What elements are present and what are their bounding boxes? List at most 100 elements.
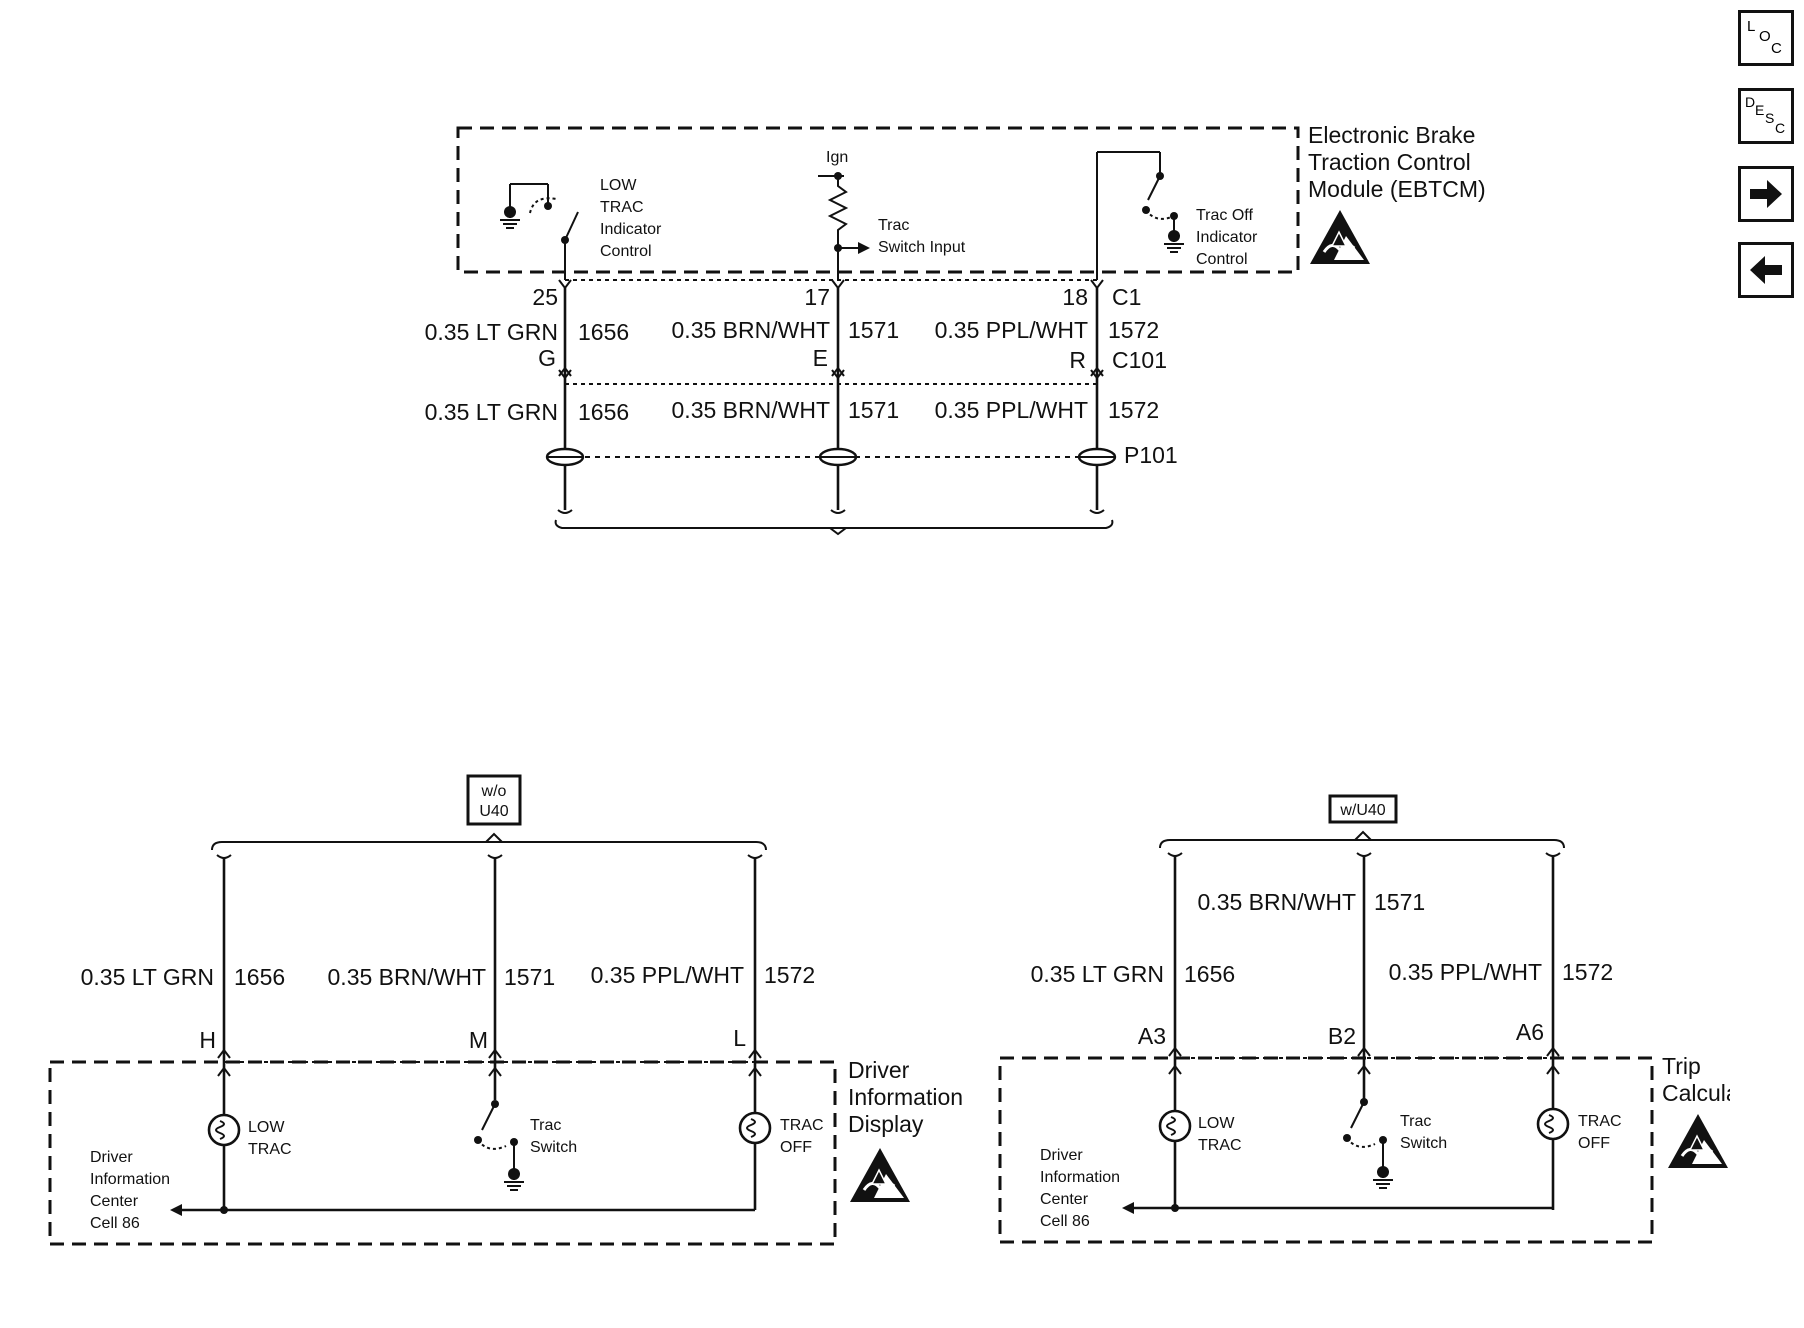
low-trac-label-4: Control — [600, 243, 652, 260]
desc-letter-1: D — [1745, 94, 1755, 110]
desc-button[interactable]: D E S C — [1738, 88, 1794, 144]
trip-dic-4: Cell 86 — [1040, 1213, 1090, 1230]
ebtcm-title-line3: Module (EBTCM) — [1308, 176, 1486, 202]
ebtcm-pin-25: 25 — [532, 284, 558, 310]
did-trac-switch-2: Switch — [530, 1139, 577, 1156]
arrow-left-icon — [1750, 256, 1782, 284]
did-pin-l: L — [733, 1025, 746, 1051]
left-wire-circuit-3: 1572 — [764, 962, 815, 988]
trip-title-line1: Trip — [1662, 1053, 1701, 1079]
did-trac-switch-1: Trac — [530, 1117, 561, 1134]
trip-pin-a6: A6 — [1516, 1019, 1544, 1045]
loc-letter-1: L — [1747, 18, 1755, 35]
esd-warning-icon — [1666, 1112, 1730, 1170]
loc-letter-3: C — [1771, 40, 1782, 57]
desc-icon: D E S C — [1745, 94, 1785, 136]
wire-mid-circuit-2: 1571 — [848, 397, 899, 423]
trip-trac-switch-2: Switch — [1400, 1135, 1447, 1152]
trip-trac-switch-1: Trac — [1400, 1113, 1431, 1130]
low-trac-label-2: TRAC — [600, 199, 644, 216]
wire-upper-circuit-2: 1571 — [848, 317, 899, 343]
wiring-diagram: Electronic Brake Traction Control Module… — [48, 122, 1730, 1246]
option-w-o-u40: w/o U40 — [211, 774, 767, 859]
right-wire-circuit-2: 1571 — [1374, 889, 1425, 915]
did-dic-4: Cell 86 — [90, 1215, 140, 1232]
wire-mid-color-2: 0.35 BRN/WHT — [672, 397, 830, 423]
right-wire-circuit-3: 1572 — [1562, 959, 1613, 985]
left-wire-circuit-2: 1571 — [504, 964, 555, 990]
trip-low-trac-2: TRAC — [1198, 1137, 1242, 1154]
trac-off-lamp-icon — [738, 1111, 772, 1145]
did-module: Driver Information Display LOW TRAC Trac… — [48, 1057, 963, 1246]
loc-letter-2: O — [1759, 28, 1771, 45]
desc-letter-3: S — [1765, 110, 1774, 126]
low-trac-label-3: Indicator — [600, 221, 662, 238]
trip-pin-b2: B2 — [1328, 1023, 1356, 1049]
option-w-u40: w/U40 — [1159, 794, 1565, 857]
c101-connector — [558, 367, 1104, 385]
trip-dic-2: Information — [1040, 1169, 1120, 1186]
wire-upper-circuit-1: 1656 — [578, 319, 629, 345]
desc-letter-4: C — [1775, 120, 1785, 136]
ign-label: Ign — [826, 149, 848, 166]
trip-trac-off-1: TRAC — [1578, 1113, 1622, 1130]
trac-off-label-2: Indicator — [1196, 229, 1258, 246]
did-title-line1: Driver — [848, 1057, 910, 1083]
did-title-line3: Display — [848, 1111, 924, 1137]
wire-upper-circuit-3: 1572 — [1108, 317, 1159, 343]
ebtcm-pin-18: 18 — [1062, 284, 1088, 310]
c1-connector — [558, 279, 1104, 289]
ebtcm-title-line2: Traction Control — [1308, 149, 1471, 175]
ebtcm-module: Electronic Brake Traction Control Module… — [456, 122, 1486, 280]
c101-pin-g: G — [538, 345, 556, 371]
did-dic-3: Center — [90, 1193, 139, 1210]
p101-passthrough — [545, 447, 1117, 467]
wire-mid-circuit-3: 1572 — [1108, 397, 1159, 423]
c101-label: C101 — [1112, 347, 1167, 373]
top-splice-bracket — [554, 509, 1114, 536]
trip-trac-switch — [1343, 1098, 1394, 1189]
wire-upper-color-1: 0.35 LT GRN — [425, 319, 558, 345]
trip-dic-1: Driver — [1040, 1147, 1083, 1164]
did-title-line2: Information — [848, 1084, 963, 1110]
ebtcm-title-line1: Electronic Brake — [1308, 122, 1475, 148]
desc-letter-2: E — [1755, 102, 1764, 118]
did-dic-1: Driver — [90, 1149, 133, 1166]
loc-button[interactable]: L O C — [1738, 10, 1794, 66]
trac-off-lamp-icon — [1536, 1107, 1570, 1141]
loc-icon: L O C — [1747, 18, 1782, 57]
trac-off-label-1: Trac Off — [1196, 207, 1253, 224]
c1-label: C1 — [1112, 284, 1141, 310]
trip-pin-a3: A3 — [1138, 1023, 1166, 1049]
did-trac-switch — [474, 1100, 525, 1191]
left-wire-color-1: 0.35 LT GRN — [81, 964, 214, 990]
low-trac-switch — [499, 183, 579, 280]
trip-low-trac-1: LOW — [1198, 1115, 1235, 1132]
arrow-right-icon — [1750, 180, 1782, 208]
p101-label: P101 — [1124, 442, 1178, 468]
trip-dic-3: Center — [1040, 1191, 1089, 1208]
low-trac-label-1: LOW — [600, 177, 637, 194]
esd-warning-icon — [848, 1146, 912, 1204]
option-w-o-line2: U40 — [479, 803, 508, 820]
did-low-trac-1: LOW — [248, 1119, 285, 1136]
c101-pin-r: R — [1069, 347, 1086, 373]
option-w-u40-label: w/U40 — [1339, 802, 1385, 819]
did-low-trac-2: TRAC — [248, 1141, 292, 1158]
trac-off-switch — [1096, 151, 1185, 280]
option-w-o-line1: w/o — [481, 783, 507, 800]
prev-button[interactable] — [1738, 242, 1794, 298]
did-box — [48, 1060, 837, 1246]
did-pin-h: H — [199, 1027, 216, 1053]
trac-off-label-3: Control — [1196, 251, 1248, 268]
c101-pin-e: E — [813, 345, 828, 371]
ebtcm-box — [456, 126, 1300, 274]
next-button[interactable] — [1738, 166, 1794, 222]
low-trac-lamp-icon — [1158, 1109, 1192, 1143]
did-pin-m: M — [469, 1027, 488, 1053]
low-trac-lamp-icon — [207, 1113, 241, 1147]
trip-title-line2: Calculator — [1662, 1080, 1730, 1106]
wire-upper-color-2: 0.35 BRN/WHT — [672, 317, 830, 343]
ebtcm-pin-17: 17 — [804, 284, 830, 310]
wire-upper-color-3: 0.35 PPL/WHT — [935, 317, 1088, 343]
